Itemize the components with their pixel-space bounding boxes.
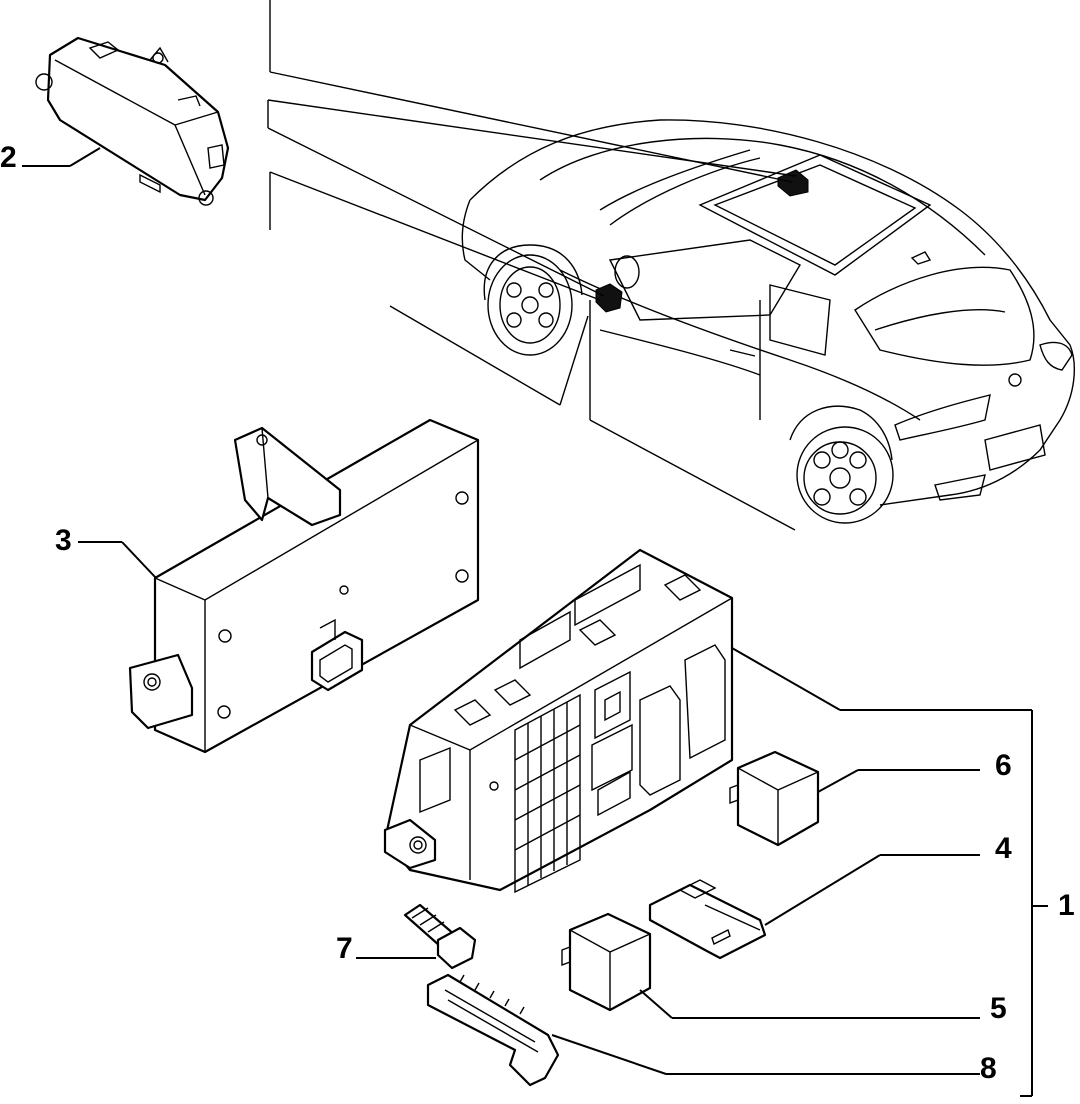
vehicle-outline xyxy=(461,119,1075,524)
part-6-relay xyxy=(729,750,820,847)
callout-3: 3 xyxy=(55,524,72,557)
callout-4: 4 xyxy=(995,832,1012,865)
part-5-relay xyxy=(561,912,652,1012)
callout-labels: 2 3 6 4 1 7 5 8 xyxy=(0,141,1075,1085)
part-7-bolt xyxy=(403,903,477,970)
callout-7: 7 xyxy=(336,932,353,965)
callout-5: 5 xyxy=(990,992,1007,1025)
callout-1: 1 xyxy=(1058,889,1075,922)
callout-8: 8 xyxy=(980,1052,997,1085)
part-2-control-module xyxy=(35,36,230,206)
callout-2: 2 xyxy=(0,141,17,174)
part-4-blade-fuse xyxy=(648,879,767,960)
part-8-clip-strip xyxy=(426,973,560,1087)
location-leader-lines xyxy=(267,0,797,531)
part-3-body-computer xyxy=(128,418,480,754)
callout-leader-lines xyxy=(22,147,1048,1097)
vehicle-module-markers xyxy=(595,169,809,313)
callout-6: 6 xyxy=(995,749,1012,782)
part-1-fuse-box xyxy=(383,548,734,894)
